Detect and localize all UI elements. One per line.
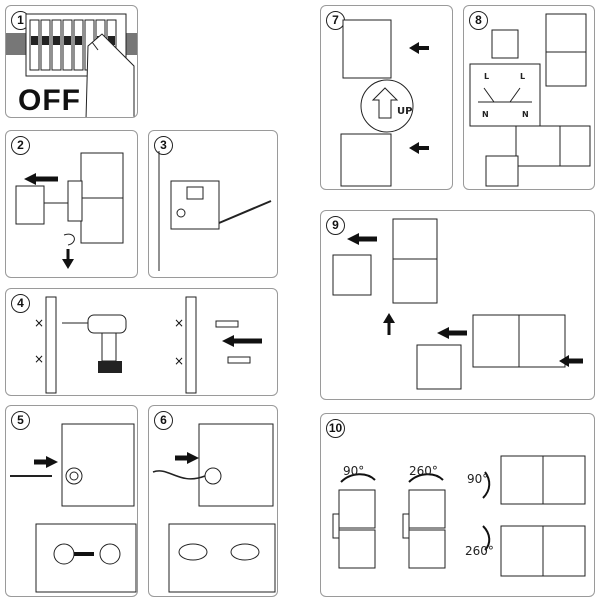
angle-260-label-right: 260° <box>465 544 494 558</box>
angle-260-label-middle: 260° <box>409 464 438 478</box>
wiring-illustration <box>469 13 591 187</box>
step-number: 8 <box>469 11 488 30</box>
fixture-removal-illustration <box>15 152 124 269</box>
mounting-plate-illustration <box>158 151 272 271</box>
step-2-panel: 2 <box>5 130 138 278</box>
step-8-panel: 8 L L N N <box>463 5 595 190</box>
svg-text:×: × <box>174 316 184 330</box>
neutral-label-left: N <box>482 110 489 119</box>
cable-gasket-illustration <box>152 423 276 593</box>
svg-text:×: × <box>174 354 184 368</box>
step-7-panel: 7 UP <box>320 5 453 190</box>
up-label: UP <box>397 106 413 117</box>
step-6-panel: 6 <box>148 405 278 597</box>
angle-90-label-right: 90° <box>467 472 489 486</box>
svg-text:×: × <box>34 316 44 330</box>
off-label: OFF <box>18 84 81 117</box>
step-3-panel: 3 <box>148 130 278 278</box>
drilling-illustration: × × × × <box>34 296 262 394</box>
breaker-panel-illustration <box>6 13 137 117</box>
neutral-label-right: N <box>522 110 529 119</box>
rotate-plate-illustration <box>340 19 429 187</box>
step-number: 9 <box>326 216 345 235</box>
step-number: 4 <box>11 294 30 313</box>
gasket-illustration <box>10 423 137 593</box>
step-number: 5 <box>11 411 30 430</box>
step-number: 6 <box>154 411 173 430</box>
live-label-right: L <box>520 72 526 81</box>
step-5-panel: 5 <box>5 405 138 597</box>
step-number: 3 <box>154 136 173 155</box>
live-label-left: L <box>484 72 490 81</box>
step-number: 2 <box>11 136 30 155</box>
rotation-adjustment-illustration <box>332 455 586 577</box>
step-4-panel: 4 × × × × <box>5 288 278 396</box>
step-10-panel: 10 90° 260° 90° 260° <box>320 413 595 597</box>
step-1-panel: 1 OFF <box>5 5 138 118</box>
mount-fixture-illustration <box>332 218 583 390</box>
svg-text:×: × <box>34 352 44 366</box>
step-number: 10 <box>326 419 345 438</box>
angle-90-label-left: 90° <box>343 464 365 478</box>
step-9-panel: 9 <box>320 210 595 400</box>
